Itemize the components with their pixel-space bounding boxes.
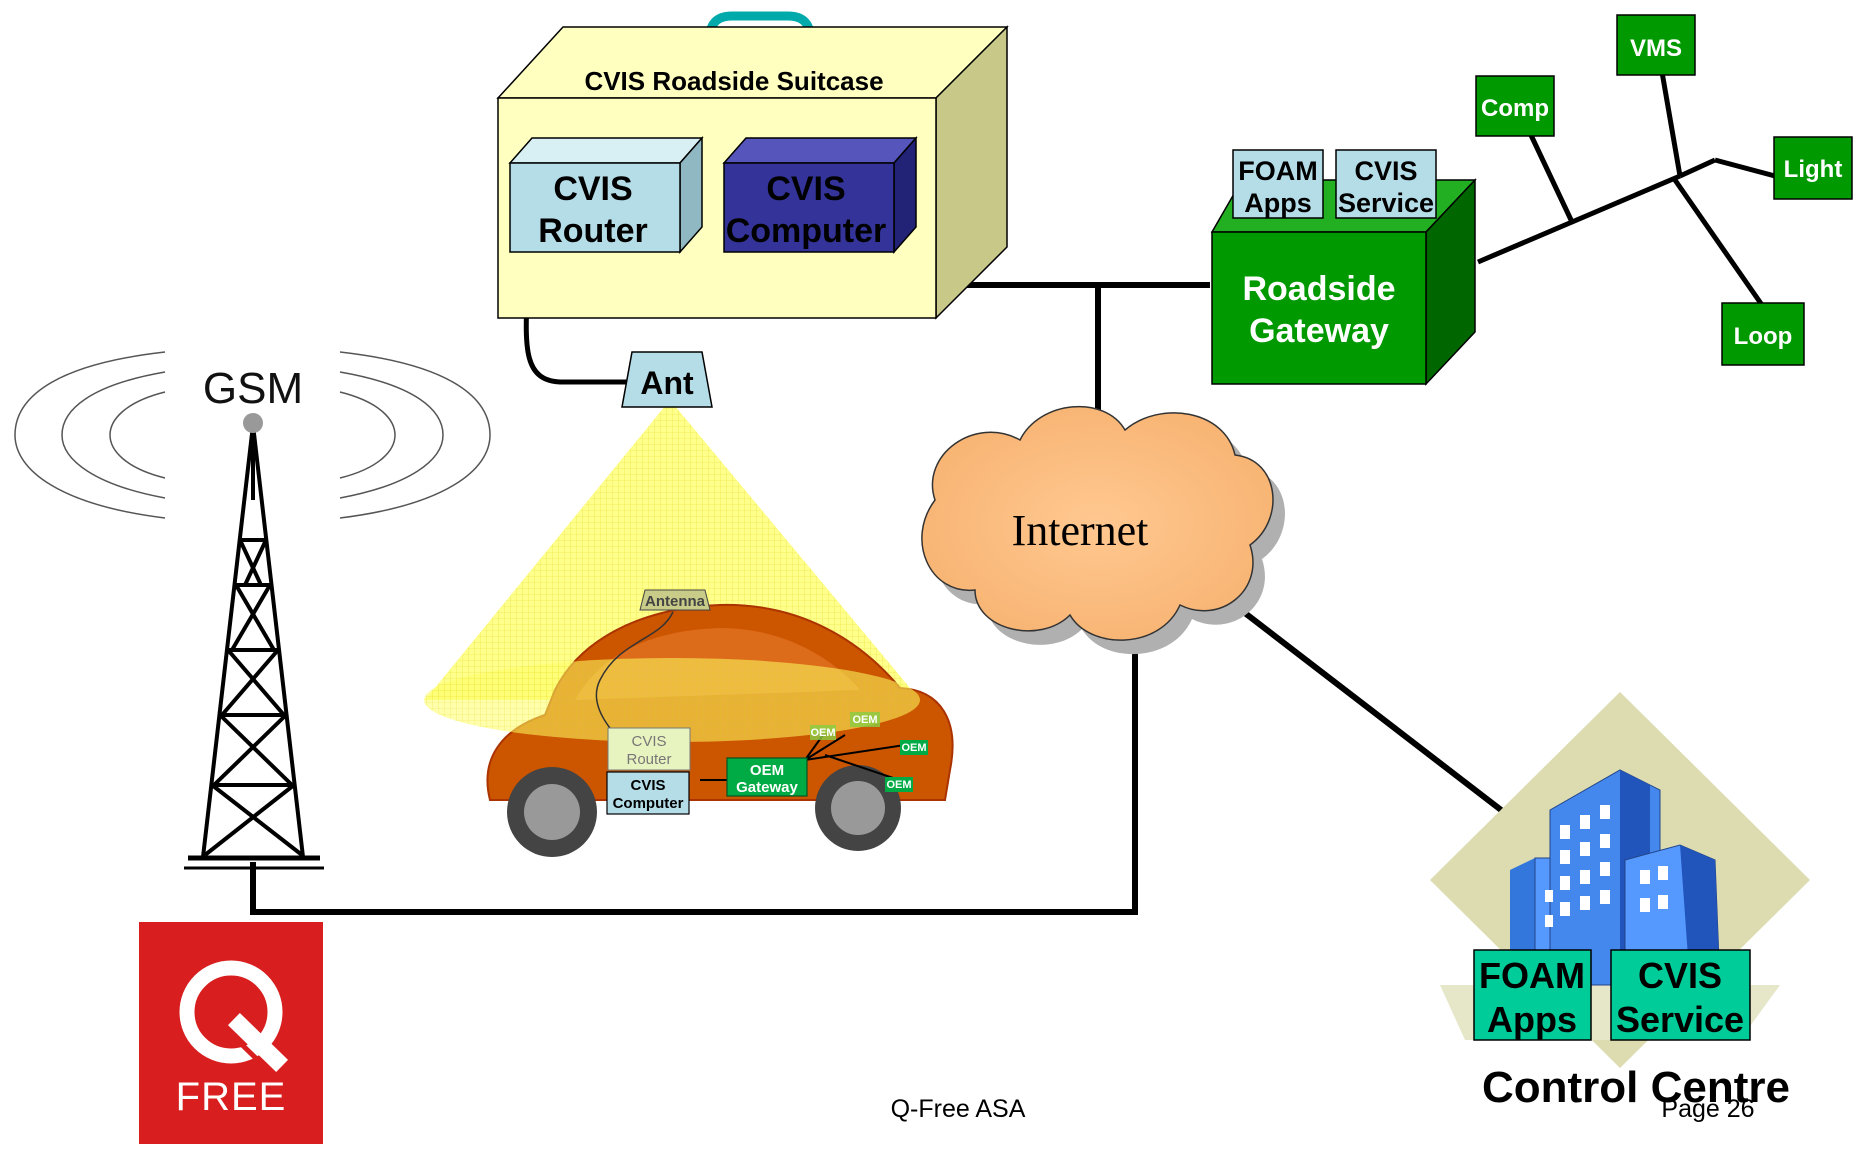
cvis-computer-box: CVIS Computer bbox=[722, 136, 918, 254]
footer-company: Q-Free ASA bbox=[891, 1095, 1026, 1123]
car-computer-label-1: CVIS bbox=[630, 777, 665, 794]
car-computer-label-2: Computer bbox=[613, 795, 684, 812]
router-label-1: CVIS bbox=[553, 170, 632, 208]
logo-text: FREE bbox=[176, 1075, 287, 1119]
device-loop: Loop bbox=[1721, 302, 1805, 366]
roadside-gateway: Roadside Gateway bbox=[1210, 178, 1477, 386]
qfree-logo: FREE bbox=[139, 922, 323, 1144]
svg-text:OEM: OEM bbox=[886, 779, 911, 791]
computer-label-1: CVIS bbox=[766, 170, 845, 208]
gateway-service-label-1: CVIS bbox=[1354, 156, 1417, 186]
svg-text:OEM: OEM bbox=[810, 727, 835, 739]
device-comp-label: Comp bbox=[1481, 95, 1549, 122]
device-loop-label: Loop bbox=[1734, 323, 1793, 350]
car-gateway-label-2: Gateway bbox=[736, 779, 798, 796]
svg-text:OEM: OEM bbox=[852, 714, 877, 726]
gateway-cvis-service: CVIS Service bbox=[1335, 149, 1437, 219]
router-label-2: Router bbox=[538, 212, 648, 250]
vehicle bbox=[424, 603, 954, 857]
car-antenna-label: Antenna bbox=[645, 593, 706, 610]
car-router-label-1: CVIS bbox=[631, 733, 666, 750]
device-vms: VMS bbox=[1616, 14, 1696, 76]
control-centre-label: Control Centre bbox=[1482, 1063, 1790, 1112]
control-foam-label-1: FOAM bbox=[1479, 955, 1585, 996]
internet-cloud: Internet bbox=[921, 405, 1285, 655]
suitcase-title: CVIS Roadside Suitcase bbox=[584, 66, 883, 96]
control-foam-apps: FOAM Apps bbox=[1473, 949, 1592, 1041]
antenna-label: Ant bbox=[640, 365, 694, 401]
car-oem-gateway: OEM Gateway bbox=[726, 757, 808, 797]
control-service-label-1: CVIS bbox=[1638, 955, 1722, 996]
gateway-foam-apps: FOAM Apps bbox=[1232, 149, 1324, 219]
car-router: CVIS Router bbox=[607, 727, 691, 771]
control-service-label-2: Service bbox=[1616, 999, 1744, 1040]
gateway-service-label-2: Service bbox=[1338, 188, 1434, 218]
device-comp: Comp bbox=[1475, 75, 1555, 137]
gateway-label-2: Gateway bbox=[1249, 312, 1389, 350]
device-light: Light bbox=[1773, 136, 1853, 200]
tower-top-icon bbox=[243, 413, 263, 433]
gateway-foam-label-2: Apps bbox=[1244, 188, 1312, 218]
computer-label-2: Computer bbox=[726, 212, 887, 250]
cvis-router-box: CVIS Router bbox=[508, 136, 704, 254]
antenna-box: Ant bbox=[621, 351, 713, 408]
gsm-waves bbox=[14, 351, 491, 519]
control-cvis-service: CVIS Service bbox=[1610, 949, 1751, 1041]
car-gateway-label-1: OEM bbox=[750, 762, 784, 779]
device-light-label: Light bbox=[1784, 156, 1843, 183]
control-foam-label-2: Apps bbox=[1487, 999, 1577, 1040]
footer-page: Page 26 bbox=[1661, 1095, 1754, 1123]
gsm-label: GSM bbox=[203, 364, 303, 413]
car-computer: CVIS Computer bbox=[606, 771, 690, 815]
gsm-tower bbox=[184, 424, 324, 870]
device-vms-label: VMS bbox=[1630, 35, 1682, 62]
q-letter-icon bbox=[179, 960, 283, 1064]
car-antenna: Antenna bbox=[639, 589, 711, 611]
svg-text:OEM: OEM bbox=[901, 742, 926, 754]
car-oem-units: OEM OEM OEM OEM bbox=[810, 712, 928, 792]
gateway-foam-label-1: FOAM bbox=[1238, 156, 1317, 186]
gateway-label-1: Roadside bbox=[1242, 270, 1395, 308]
car-router-label-2: Router bbox=[626, 751, 671, 768]
field-device-links bbox=[1477, 71, 1791, 307]
roadside-suitcase: CVIS Roadside Suitcase bbox=[496, 11, 1009, 320]
internet-label: Internet bbox=[1012, 506, 1149, 555]
